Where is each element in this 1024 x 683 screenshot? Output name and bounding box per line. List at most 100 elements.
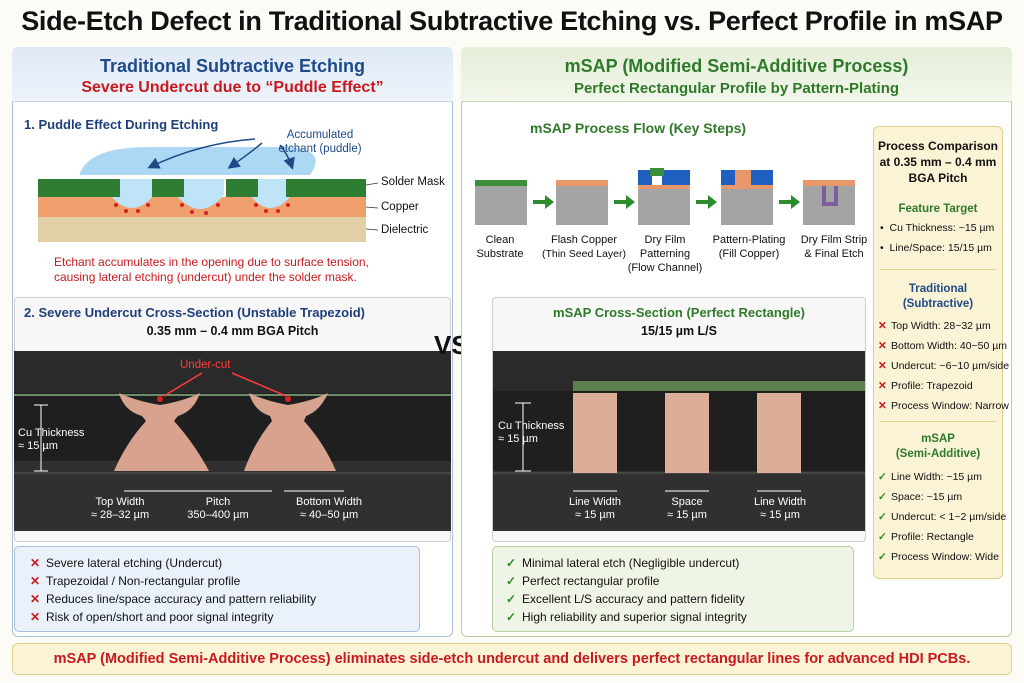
trad-title: Traditional (Subtractive) [902,283,974,310]
x-icon: ✕ [878,400,887,412]
right-space: Space ≈ 15 µm [667,496,707,521]
traditional-subheading: Severe Undercut due to “Puddle Effect” [81,79,384,96]
undercut-sem-image [14,351,451,531]
puddle-label-2: etchant (puddle) [278,143,362,155]
puddle-label-1: Accumulated [286,129,354,141]
target-title: Feature Target [898,203,978,215]
right-line-width-2: Line Width ≈ 15 µm [754,496,806,521]
left-bottom-width-2: ≈ 40–50 µm [299,509,359,521]
copper-label: Copper [381,201,419,213]
solder-mask-label: Solder Mask [381,176,445,188]
msap-side-title: mSAP (Semi-Additive) [895,433,981,460]
left-cu-thickness-2: ≈ 15 µm [18,440,58,452]
msap-sem-image [493,351,865,531]
msap-bullet: ✓High reliability and superior signal in… [506,610,747,624]
msap-section-title: mSAP Cross-Section (Perfect Rectangle) [553,305,805,320]
msap-side-list: ✓Line Width: ~15 µm ✓Space: ~15 µm ✓Unde… [878,467,1006,567]
x-icon: ✕ [30,610,41,624]
check-icon: ✓ [506,610,517,624]
undercut-label: Under-cut [180,359,231,371]
x-icon: ✕ [30,574,41,588]
x-icon: ✕ [30,556,41,570]
traditional-bullet: ✕Trapezoidal / Non-rectangular profile [30,574,241,588]
puddle-diagram [38,138,379,242]
traditional-bullet: ✕Reduces line/space accuracy and pattern… [30,592,317,606]
left-pitch-2: 350–400 µm [187,509,249,521]
msap-bullets-box [492,546,854,632]
comparison-panel [873,126,1003,579]
page-title: Side-Etch Defect in Traditional Subtract… [21,6,1003,36]
check-icon: ✓ [878,491,887,503]
traditional-bullets: ✕Severe lateral etching (Undercut) ✕Trap… [30,554,316,626]
x-icon: ✕ [878,320,887,332]
msap-item: ✓Profile: Rectangle [878,527,1006,547]
trad-item: ✕Bottom Width: 40~50 µm [878,336,1009,356]
left-bottom-width: Bottom Width ≈ 40–50 µm [284,496,374,522]
dielectric-label: Dielectric [381,224,429,236]
msap-bullet: ✓Minimal lateral etch (Negligible underc… [506,556,740,570]
left-cu-thickness: Cu Thickness ≈ 15 µm [18,427,92,453]
traditional-header [12,47,453,102]
left-pitch: Pitch 350–400 µm [178,496,258,522]
divider [880,269,996,270]
trad-item: ✕Process Window: Narrow [878,396,1009,416]
target-item: • Cu Thickness: ~15 µm [880,222,995,234]
left-pitch-1: Pitch [205,496,231,508]
traditional-heading: Traditional Subtractive Etching [99,56,366,76]
x-icon: ✕ [878,340,887,352]
left-top-width-1: Top Width [95,496,145,508]
left-top-width-2: ≈ 28–32 µm [90,509,150,521]
check-icon: ✓ [506,592,517,606]
check-icon: ✓ [878,531,887,543]
check-icon: ✓ [878,551,887,563]
left-bottom-width-1: Bottom Width [295,496,363,508]
x-icon: ✕ [878,380,887,392]
left-cu-thickness-1: Cu Thickness [18,427,85,439]
flow-step: Pattern-Plating (Fill Copper) [712,234,786,260]
msap-item: ✓Process Window: Wide [878,547,1006,567]
traditional-bullet: ✕Severe lateral etching (Undercut) [30,556,223,570]
msap-header [461,47,1012,102]
traditional-bullet: ✕Risk of open/short and poor signal inte… [30,610,274,624]
flow-step: Dry Film Patterning (Flow Channel) [627,234,703,274]
check-icon: ✓ [506,574,517,588]
puddle-callout: Accumulated etchant (puddle) [260,128,380,156]
etch-note: Etchant accumulates in the opening due t… [54,255,369,285]
trad-item: ✕Top Width: 28~32 µm [878,316,1009,336]
x-icon: ✕ [30,592,41,606]
flow-step: Flash Copper (Thin Seed Layer) [541,234,627,260]
divider [880,421,996,422]
msap-subheading: Perfect Rectangular Profile by Pattern-P… [573,80,900,97]
right-line-width: Line Width ≈ 15 µm [569,496,621,521]
msap-bullet: ✓Perfect rectangular profile [506,574,660,588]
trad-list: ✕Top Width: 28~32 µm ✕Bottom Width: 40~5… [878,316,1009,416]
x-icon: ✕ [878,360,887,372]
trad-item: ✕Profile: Trapezoid [878,376,1009,396]
check-icon: ✓ [878,511,887,523]
footer-banner: mSAP (Modified Semi-Additive Process) el… [12,643,1012,675]
target-list: • Cu Thickness: ~15 µm • Line/Space: 15/… [880,218,994,258]
trad-item: ✕Undercut: ~6~10 µm/side [878,356,1009,376]
undercut-pitch: 0.35 mm – 0.4 mm BGA Pitch [146,324,319,338]
msap-bullet: ✓Excellent L/S accuracy and pattern fide… [506,592,745,606]
msap-item: ✓Line Width: ~15 µm [878,467,1006,487]
msap-ls: 15/15 µm L/S [641,324,717,338]
right-cu-thickness: Cu Thickness ≈ 15 µm [498,420,565,445]
undercut-section-title: 2. Severe Undercut Cross-Section (Unstab… [24,305,365,320]
msap-item: ✓Space: ~15 µm [878,487,1006,507]
msap-heading: mSAP (Modified Semi-Additive Process) [564,56,909,76]
flow-step: Clean Substrate [476,234,524,260]
etch-note-line-1: Etchant accumulates in the opening due t… [54,255,369,269]
check-icon: ✓ [506,556,517,570]
etch-note-line-2: causing lateral etching (undercut) under… [54,270,357,284]
left-top-width: Top Width ≈ 28–32 µm [80,496,160,522]
target-item: • Line/Space: 15/15 µm [880,242,992,254]
msap-item: ✓Undercut: < 1~2 µm/side [878,507,1006,527]
flow-step: Dry Film Strip & Final Etch [800,234,868,260]
comparison-title: Process Comparison at 0.35 mm – 0.4 mm B… [877,139,999,185]
puddle-section-title: 1. Puddle Effect During Etching [24,117,219,132]
traditional-bullets-box [14,546,420,632]
msap-flow-diagram [475,168,855,225]
msap-bullets: ✓Minimal lateral etch (Negligible underc… [506,554,747,626]
flow-title: mSAP Process Flow (Key Steps) [530,120,747,136]
